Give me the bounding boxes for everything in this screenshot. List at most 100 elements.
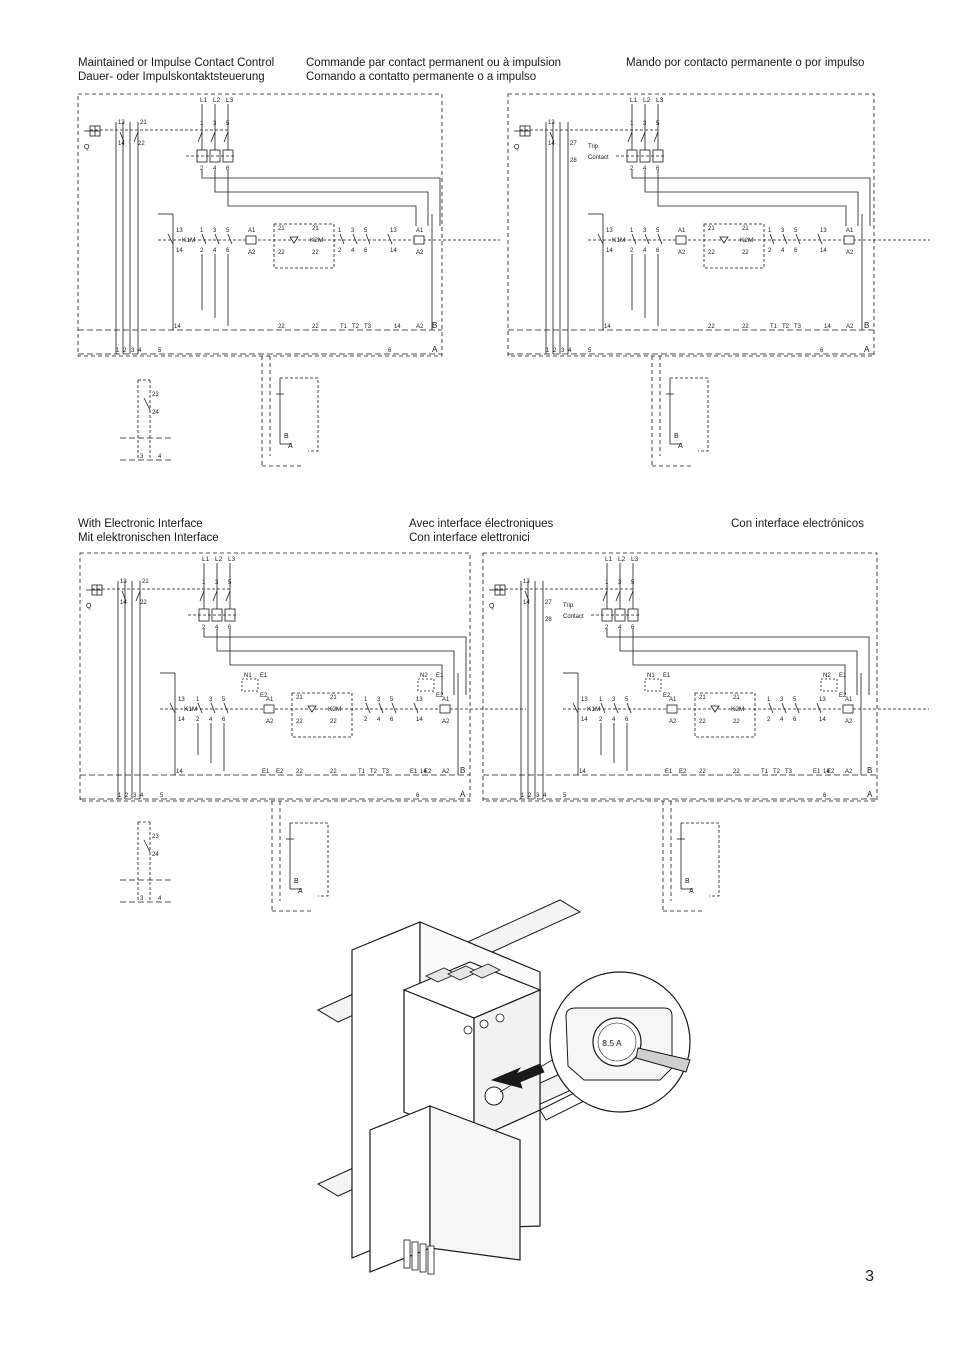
terminal-label: A2 [416, 250, 424, 256]
terminal-screw [463, 1025, 473, 1035]
terminal-label: A2 [845, 719, 853, 725]
thermal-element [652, 149, 664, 163]
power-loop [631, 170, 871, 226]
terminal-label: 3 [781, 228, 785, 234]
terminal-label: A2 [416, 324, 424, 330]
terminal-label: 28 [570, 158, 577, 164]
terminal-label: 4 [351, 248, 355, 254]
phase-label-l3: L3 [631, 556, 639, 563]
caption-bottom-right: Con interface electrónicos [731, 517, 864, 531]
pb-box [290, 822, 329, 897]
pb-a-label: A [689, 888, 694, 895]
terminal-label: 1 [630, 121, 634, 127]
terminal-label: 2 [196, 717, 200, 723]
terminal-label: 5 [226, 121, 230, 127]
terminal-label: 21 [140, 120, 147, 126]
k2-main-contact [768, 702, 774, 714]
terminal-label: 21 [733, 695, 740, 701]
terminal-label: 28 [545, 617, 552, 623]
phase-label-l1: L1 [202, 556, 210, 563]
terminal-label: 5 [588, 348, 592, 354]
breaker-contact [602, 590, 608, 602]
k2-aux-contact [387, 233, 393, 245]
caption-bottom-left: With Electronic Interface Mit elektronis… [78, 517, 219, 545]
terminal-label: 5 [228, 580, 232, 586]
power-loop [632, 629, 846, 695]
k1-aux-contact [169, 702, 176, 714]
contactor-k2-label: K2M [740, 237, 753, 244]
contact-label: Contact [563, 614, 584, 620]
contactor-k1-label: K1M [182, 237, 195, 244]
breaker-contact [640, 131, 646, 143]
terminal-label: 4 [158, 454, 162, 460]
enclosure-frame [77, 93, 443, 357]
terminal-label: 2 [768, 248, 772, 254]
terminal-label: T2 [352, 324, 360, 330]
interlock-box [291, 692, 353, 738]
setting-dial [484, 1086, 504, 1106]
bus-b-label: B [460, 766, 465, 775]
thermal-element [209, 149, 221, 163]
terminal-label: A1 [846, 228, 854, 234]
thermal-element [626, 149, 638, 163]
aux-contact [135, 590, 141, 602]
breaker-label: Q [84, 144, 90, 151]
terminal-label: T1 [770, 324, 778, 330]
k2-main-contact [339, 233, 345, 245]
terminal-label: 22 [742, 324, 749, 330]
interlock-symbol [710, 705, 720, 713]
phase-label-l3: L3 [228, 556, 236, 563]
caption-top-mid: Commande par contact permanent ou à impu… [306, 56, 561, 84]
terminal-label: 13 [819, 697, 826, 703]
bus-b-label: B [864, 321, 869, 330]
pb-box [681, 822, 720, 897]
terminal-label: 2 [767, 717, 771, 723]
pb-a-label: A [678, 443, 683, 450]
phase-label-l3: L3 [226, 97, 234, 104]
caption-de: Mit elektronischen Interface [78, 532, 219, 544]
k1-main-contact [223, 702, 229, 714]
terminal-label: E1 [813, 769, 821, 775]
terminal-label: 13 [416, 697, 423, 703]
terminal-label: 4 [213, 248, 217, 254]
terminal-label: 5 [631, 580, 635, 586]
phase-label-l1: L1 [605, 556, 613, 563]
k2-main-contact [782, 233, 788, 245]
power-loop [214, 170, 429, 226]
terminal-label: 21 [330, 695, 337, 701]
terminal-label: 13 [178, 697, 185, 703]
k1-aux-contact [597, 233, 604, 245]
k1-coil [263, 704, 275, 714]
phase-label-l2: L2 [213, 97, 221, 104]
terminal-label: 2 [630, 166, 634, 172]
aux-contact [133, 131, 139, 143]
caption-top-left: Maintained or Impulse Contact Control Da… [78, 56, 274, 84]
terminal-label: 3 [213, 228, 217, 234]
terminal-label: 1 [521, 793, 525, 799]
thermal-element [601, 608, 613, 622]
terminal-label: 22 [312, 324, 319, 330]
terminal-label: 3 [561, 348, 565, 354]
terminal-label: E2 [839, 693, 847, 699]
terminal-label: E2 [276, 769, 284, 775]
k2-main-contact [365, 702, 371, 714]
terminal-label: 3 [209, 697, 213, 703]
thermal-element [222, 149, 234, 163]
terminal-label: 4 [209, 717, 213, 723]
terminal-label: A1 [266, 697, 274, 703]
k1-main-contact [600, 702, 606, 714]
enclosure-frame [507, 93, 875, 357]
terminal-label: 21 [708, 226, 715, 232]
contactor-k1-label: K1M [587, 706, 600, 713]
top-terminal [469, 963, 501, 979]
terminal-label: 4 [158, 896, 162, 902]
contactor-k2-label: K2M [731, 706, 744, 713]
contactor-front [429, 1105, 521, 1261]
terminal-label: 13 [176, 228, 183, 234]
phase-label-l2: L2 [643, 97, 651, 104]
terminal-label: 14 [820, 248, 827, 254]
caption-en: Maintained or Impulse Contact Control [78, 57, 275, 69]
pb-b-label: B [284, 433, 289, 440]
contactor-k1-label: K1M [612, 237, 625, 244]
